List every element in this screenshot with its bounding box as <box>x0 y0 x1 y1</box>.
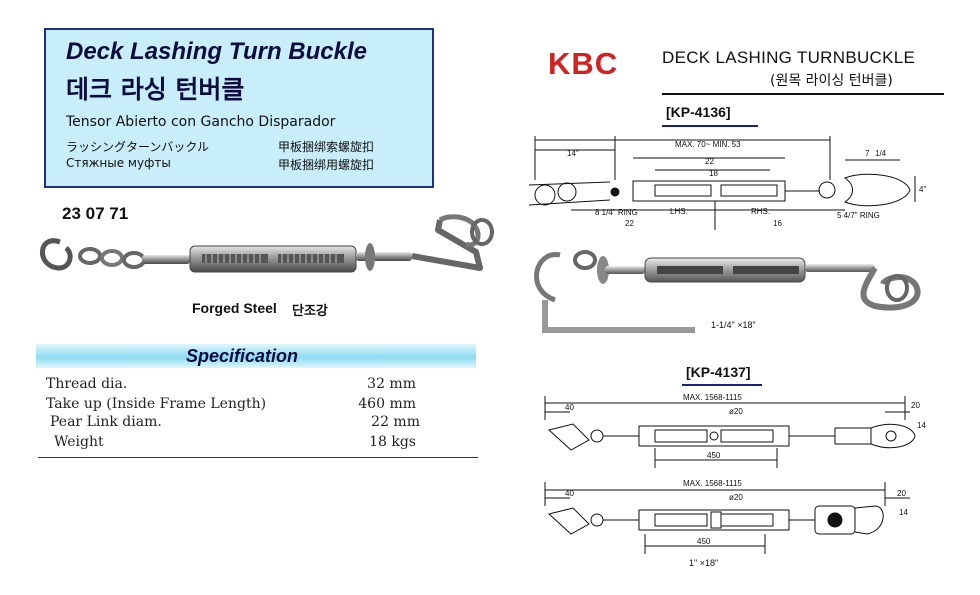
kp4137a-dim-20b: 20 <box>911 401 920 410</box>
technical-drawings: 14" MAX. 70~ MIN. 53 22 18 7 1/4 4" 8 1/… <box>528 136 926 568</box>
item-code: 23 07 71 <box>62 204 129 223</box>
kp4137a-dim-40: 40 <box>565 403 574 412</box>
product-title-ja: ラッシングターンバックル <box>66 140 210 154</box>
kp4136-ring-left: 8 1/4" RING <box>595 208 638 217</box>
kp4137a-dim-450: 450 <box>707 451 721 460</box>
catalog-subtitle: (원목 라이싱 턴버클) <box>770 73 893 89</box>
model-code-kp4136: [KP-4136] <box>666 104 731 120</box>
kp4137a-dim-14: 14 <box>917 421 926 430</box>
kp4136-dim-22b: 22 <box>625 219 634 228</box>
kp4137-drawing-b <box>544 482 910 554</box>
kp4136-dim-16: 16 <box>773 219 782 228</box>
kp4136-dim-4: 4" <box>919 185 926 194</box>
kp4136-dim-14: 14" <box>567 149 579 158</box>
kp4137b-dim-40: 40 <box>565 489 574 498</box>
specification-divider <box>38 457 478 458</box>
kp4137b-dim-20a: ø20 <box>729 493 743 502</box>
material-ko: 단조강 <box>292 304 328 319</box>
kp4137b-dim-max: MAX. 1568-1115 <box>683 479 742 488</box>
specification-title: Specification <box>186 346 299 366</box>
kp4136-ring-right: 5 4/7" RING <box>837 211 880 220</box>
kp4137b-dim-14: 14 <box>899 508 908 517</box>
kp4137b-caption: 1" ×18" <box>689 558 718 568</box>
product-title-cn-2: 甲板捆绑用螺旋扣 <box>278 158 375 172</box>
kp4136-dim-18: 18 <box>709 169 718 178</box>
catalog-title-rule <box>662 93 944 95</box>
kp4137b-dim-20b: 20 <box>897 489 906 498</box>
model-code-underline <box>662 125 758 127</box>
kp4137b-dim-450: 450 <box>697 537 711 546</box>
spec-value: 22 mm <box>371 414 420 430</box>
kp4136-dim-max: MAX. 70~ MIN. 53 <box>675 140 741 149</box>
product-title-es: Tensor Abierto con Gancho Disparador <box>66 114 336 130</box>
kp4136-photo <box>534 250 921 333</box>
spec-label: Thread dia. <box>46 376 128 392</box>
spec-value: 460 mm <box>358 396 416 412</box>
spec-label: Pear Link diam. <box>50 414 162 430</box>
kbc-logo: KBC <box>548 46 619 81</box>
product-title-en: Deck Lashing Turn Buckle <box>66 38 367 65</box>
spec-value: 32 mm <box>367 376 416 392</box>
spec-label: Take up (Inside Frame Length) <box>46 396 267 412</box>
product-title-ko: 데크 라싱 턴버클 <box>66 75 245 104</box>
kp4136-photo-caption: 1-1/4" ×18" <box>711 320 756 330</box>
kp4136-dim-7: 7 <box>865 149 870 158</box>
spec-label: Weight <box>54 434 104 450</box>
kp4136-dim-22: 22 <box>705 157 714 166</box>
turnbuckle-photo <box>40 214 494 273</box>
kp4136-dim-quarter: 1/4 <box>875 149 887 158</box>
product-title-ru: Стяжные муфты <box>66 156 171 170</box>
model-code-underline <box>682 384 762 386</box>
kp4137a-dim-max: MAX. 1568-1115 <box>683 393 742 402</box>
specification-header-bar <box>36 344 476 368</box>
product-title-cn-1: 甲板捆绑索螺旋扣 <box>278 140 375 154</box>
product-title-box: Deck Lashing Turn Buckle 데크 라싱 턴버클 Tenso… <box>44 28 434 188</box>
kp4137a-dim-20a: ø20 <box>729 407 743 416</box>
model-code-kp4137: [KP-4137] <box>686 364 751 380</box>
kp4137-drawing-a <box>544 396 916 468</box>
kp4136-drawing <box>528 136 916 230</box>
catalog-title: DECK LASHING TURNBUCKLE <box>662 48 916 67</box>
kp4136-rhs: RHS. <box>751 207 770 216</box>
kp4136-lhs: LHS. <box>670 207 688 216</box>
material-en: Forged Steel <box>192 300 277 316</box>
spec-value: 18 kgs <box>369 434 416 450</box>
